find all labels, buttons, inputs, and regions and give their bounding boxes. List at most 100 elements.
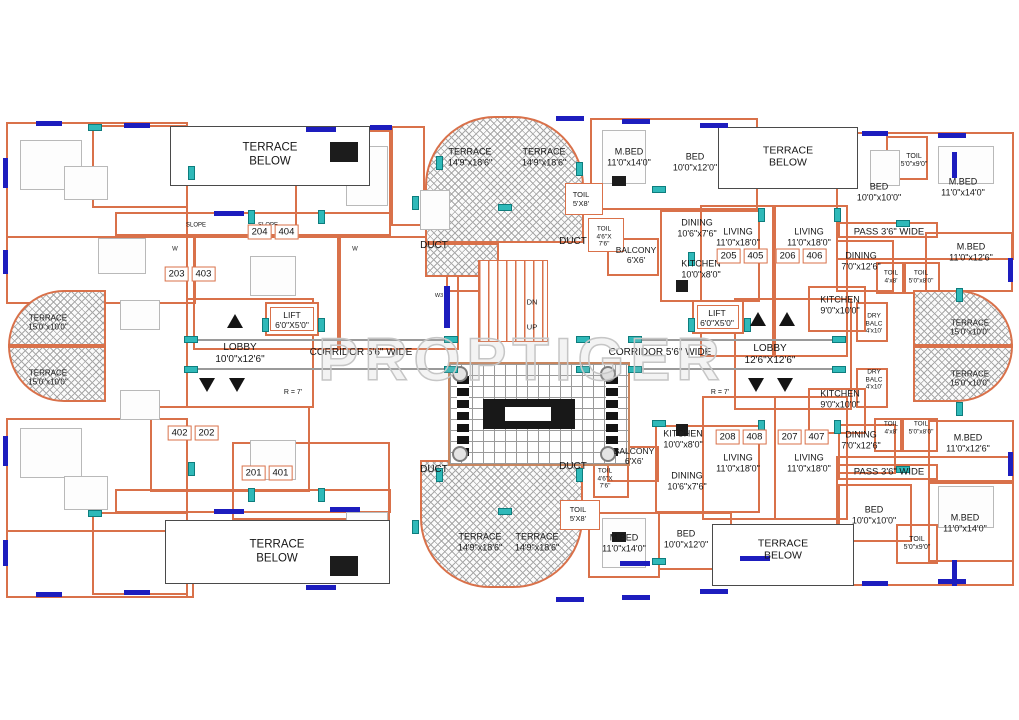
- window-marker-1: [124, 123, 150, 128]
- toilet-cutout-1: [588, 218, 624, 252]
- door-vent-marker-36: [834, 420, 841, 434]
- label-terrace-below-bottom-right: TERRACE BELOW: [757, 537, 809, 562]
- window-marker-30: [952, 560, 957, 586]
- unit-206-406-num-0: 206: [775, 248, 800, 264]
- label-terrace-1496-bot-2: TERRACE 14'9"x18'6": [514, 531, 560, 552]
- wall-21: [856, 302, 888, 342]
- corridor-line-1: [632, 339, 836, 341]
- door-vent-marker-28: [88, 510, 102, 517]
- watermark: PROPTIGER: [318, 326, 726, 393]
- furniture-10: [120, 390, 160, 420]
- label-stair-up: UP: [526, 322, 538, 332]
- furniture-16: [64, 476, 108, 510]
- door-vent-marker-21: [184, 366, 198, 373]
- window-marker-26: [620, 561, 650, 566]
- window-marker-7: [862, 131, 888, 136]
- label-slope-1: SLOPE: [185, 222, 207, 229]
- label-dining-bottom-right: DINING 7'0"x12'6": [841, 429, 881, 450]
- wall-45: [896, 524, 938, 564]
- atrium-column-2: [452, 446, 468, 462]
- door-vent-marker-10: [652, 186, 666, 193]
- label-toil-46x76-bottom: TOIL 4'6"X 7'6": [597, 467, 613, 490]
- door-vent-marker-22: [444, 366, 458, 373]
- unit-207-407-num-1: 407: [804, 429, 829, 445]
- label-pass-bottom: PASS 3'6" WIDE: [853, 466, 925, 478]
- window-marker-17: [306, 585, 336, 590]
- wall-29: [150, 406, 310, 492]
- label-terrace-right-1: TERRACE 15'0"x10'0": [950, 318, 990, 337]
- label-mbed-right-4: M.BED 11'0"x14'0": [943, 512, 987, 533]
- wall-12: [774, 205, 848, 357]
- fixture-dark-3: [330, 556, 358, 576]
- wall-43: [838, 424, 896, 474]
- door-vent-marker-11: [688, 252, 695, 266]
- wall-10: [607, 238, 659, 276]
- label-duct-top-right: DUCT: [559, 236, 587, 248]
- label-lobby-left: LOBBY 10'0"x12'6": [215, 342, 265, 365]
- window-marker-4: [556, 116, 584, 121]
- window-marker-25: [330, 507, 360, 512]
- window-marker-2: [306, 127, 336, 132]
- door-vent-marker-34: [652, 420, 666, 427]
- corridor-line-2: [184, 368, 452, 370]
- door-vent-marker-40: [498, 508, 512, 515]
- unit-205-405-num-0: 205: [716, 248, 741, 264]
- unit-208-408-num-0: 208: [715, 429, 740, 445]
- corridor-line-3: [632, 368, 836, 370]
- door-vent-marker-1: [188, 166, 195, 180]
- label-radius-right: R = 7': [710, 388, 730, 396]
- label-bed-top-right: BED 10'0"x10'0": [856, 181, 902, 202]
- window-marker-21: [862, 581, 888, 586]
- label-dining-top-right: DINING 7'0"x12'6": [841, 250, 881, 271]
- door-vent-marker-9: [576, 162, 583, 176]
- label-stair-dn: DN: [526, 297, 538, 307]
- label-toil-5x8-bottom: TOIL 5'X8': [569, 505, 587, 523]
- door-vent-marker-13: [834, 208, 841, 222]
- label-kitchen-bottom-mid: KITCHEN 10'0"x8'0": [663, 428, 703, 449]
- window-marker-24: [214, 509, 244, 514]
- fixture-dark-2: [676, 424, 688, 436]
- furniture-9: [120, 300, 160, 330]
- unit-205-405-num-1: 405: [743, 248, 768, 264]
- label-toil-508-top: TOIL 5'0"x8'0": [908, 269, 934, 284]
- label-corridor-left: CORRIDOR 5'6" WIDE: [309, 347, 413, 359]
- label-lift-right: LIFT 6'0"X5'0": [700, 307, 734, 328]
- door-vent-marker-8: [498, 204, 512, 211]
- fixture-dark-5: [612, 532, 626, 542]
- unit-402-202-num-1: 202: [194, 425, 219, 441]
- label-radius-left: R = 7': [283, 388, 303, 396]
- door-vent-marker-25: [832, 366, 846, 373]
- door-vent-marker-17: [444, 336, 458, 343]
- label-pass-top: PASS 3'6" WIDE: [853, 226, 925, 238]
- lobby-arrow-up-1: [750, 312, 766, 326]
- atrium-column-1: [600, 366, 616, 382]
- label-living-206: LIVING 11'0"x18'0": [787, 226, 831, 247]
- fixture-dark-4: [612, 176, 626, 186]
- wall-48: [856, 368, 888, 408]
- terrace-arch-top: [425, 116, 584, 243]
- label-terrace-left-1: TERRACE 15'0"x10'0": [28, 313, 68, 332]
- wall-40: [902, 418, 938, 452]
- unit-203-403-num-0: 203: [164, 266, 189, 282]
- label-mbed-right-3: M.BED 11'0"x12'6": [946, 432, 990, 453]
- lift-right-box: [692, 300, 744, 334]
- label-mbed-right-2: M.BED 11'0"x12'6": [949, 241, 993, 262]
- door-vent-marker-41: [652, 558, 666, 565]
- door-vent-marker-26: [688, 318, 695, 332]
- label-dining-top-mid: DINING 10'6"x7'6": [677, 217, 717, 238]
- furniture-15: [64, 166, 108, 200]
- window-marker-5: [622, 119, 650, 124]
- label-toil-509-bottom: TOIL 5'0"x9'0": [903, 535, 931, 551]
- atrium-column-3: [600, 446, 616, 462]
- furniture-8: [938, 486, 994, 528]
- furniture-3: [602, 130, 646, 184]
- lobby-arrow-down-6: [777, 378, 793, 392]
- furniture-14: [870, 150, 900, 186]
- label-toil-46x76-top: TOIL 4'6"X 7'6": [596, 225, 612, 248]
- door-vent-marker-0: [88, 124, 102, 131]
- door-vent-marker-12: [758, 208, 765, 222]
